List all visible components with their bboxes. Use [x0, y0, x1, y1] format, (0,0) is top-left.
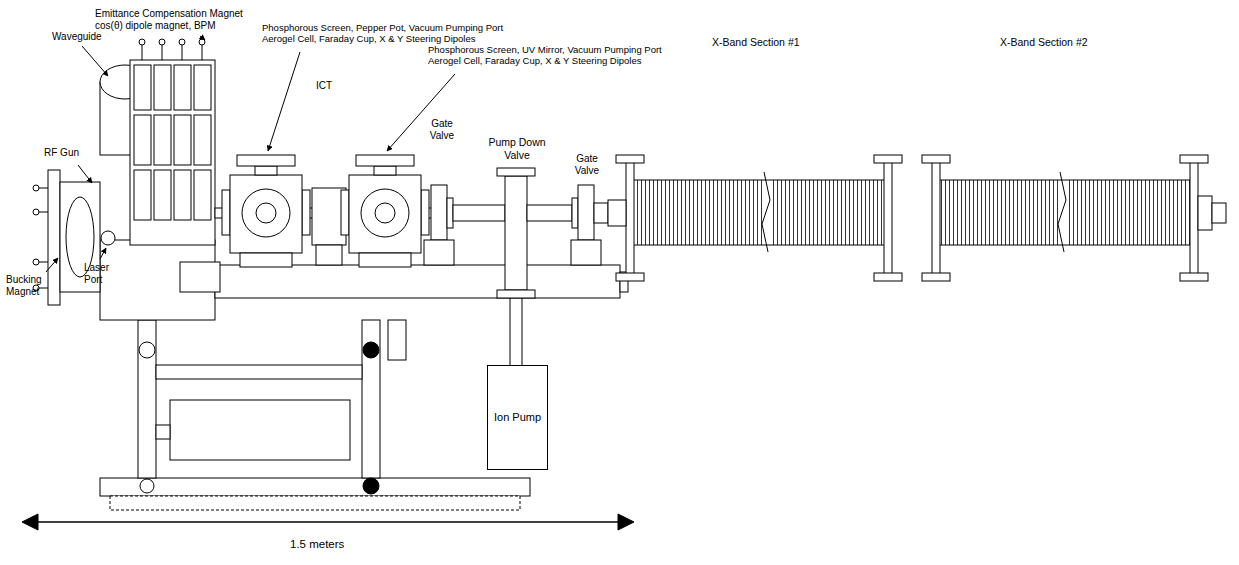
- label-holder: Laser Port: [84, 262, 118, 286]
- part-label: Pump Down Valve: [486, 136, 548, 161]
- label-holder: 1.5 meters: [290, 538, 344, 552]
- stand-actuator: [170, 400, 350, 460]
- dimension-arrow: [22, 514, 634, 530]
- stand-bracket: [388, 320, 406, 360]
- support-rail: [215, 265, 620, 298]
- label-holder: Pump Down Valve: [486, 136, 548, 161]
- callout-label: Bucking Magnet: [6, 274, 52, 298]
- stand-leg: [362, 320, 380, 478]
- ict-support: [316, 245, 342, 265]
- stand-knob: [140, 479, 154, 493]
- callout-label: Phosphorous Screen, Pepper Pot, Vacuum P…: [262, 22, 507, 45]
- gun-bolt-head: [33, 209, 39, 215]
- base-foot: [110, 496, 520, 510]
- part-label: ICT: [316, 80, 332, 92]
- callout-label: Phosphorous Screen, UV Mirror, Vacuum Pu…: [428, 44, 668, 67]
- label-holder: Phosphorous Screen, Pepper Pot, Vacuum P…: [262, 22, 507, 45]
- pump-box: Ion Pump: [487, 365, 548, 470]
- callout-label: Emittance Compensation Magnet cos(θ) dip…: [95, 8, 260, 32]
- pump-line: [510, 298, 511, 365]
- label-holder: Gate Valve: [569, 153, 605, 177]
- node-label: Ion Pump: [494, 411, 541, 424]
- stand-knob: [139, 342, 155, 358]
- gate-valve: [571, 185, 608, 265]
- x-band-section: [922, 155, 1226, 281]
- x-band-section: [608, 155, 902, 281]
- section-label: X-Band Section #1: [712, 36, 800, 49]
- label-holder: X-Band Section #2: [1000, 36, 1088, 49]
- magnet-stack: [130, 60, 215, 245]
- section-label: X-Band Section #2: [1000, 36, 1088, 49]
- leader-lines: [46, 36, 455, 272]
- label-holder: Gate Valve: [424, 118, 460, 142]
- stand-knob: [363, 342, 379, 358]
- gun-bolt-head: [33, 185, 39, 191]
- callout-label: Laser Port: [84, 262, 118, 286]
- magnet-columns: [134, 39, 211, 220]
- gun-flange: [48, 170, 60, 305]
- gate-valve: [424, 185, 454, 265]
- laser-port: [101, 231, 115, 245]
- label-holder: Emittance Compensation Magnet cos(θ) dip…: [95, 8, 260, 32]
- stand-knob: [363, 478, 379, 494]
- stand-leg: [138, 320, 156, 478]
- gun-bolt-head: [33, 259, 39, 265]
- part-label: Gate Valve: [569, 153, 605, 177]
- pump-down-cross: [453, 168, 572, 298]
- label-holder: Bucking Magnet: [6, 274, 52, 298]
- diagnostic-cross: [222, 155, 310, 267]
- part-label: Gate Valve: [424, 118, 460, 142]
- label-holder: ICT: [316, 80, 332, 92]
- label-holder: X-Band Section #1: [712, 36, 800, 49]
- base-plate: [100, 478, 530, 496]
- callout-label: Waveguide: [52, 31, 102, 43]
- stand-clamp: [156, 425, 170, 439]
- label-holder: Phosphorous Screen, UV Mirror, Vacuum Pu…: [428, 44, 668, 67]
- dimension-label: 1.5 meters: [290, 538, 344, 552]
- stand-crossbar: [156, 365, 362, 379]
- callout-label: RF Gun: [44, 147, 79, 159]
- label-holder: RF Gun: [44, 147, 79, 159]
- diagnostic-cross: [341, 155, 429, 267]
- pump-line: [522, 298, 523, 365]
- label-holder: Waveguide: [52, 31, 102, 43]
- mount-block: [180, 262, 220, 292]
